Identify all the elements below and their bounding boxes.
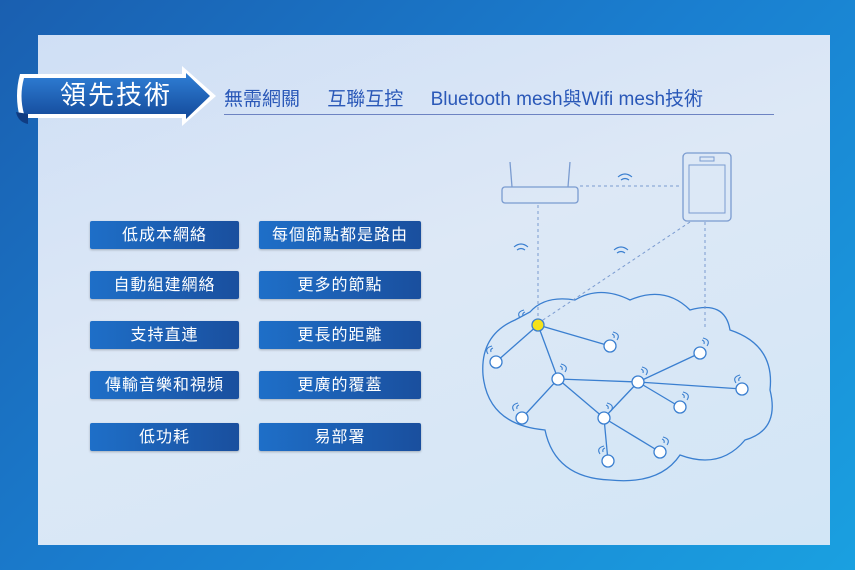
- feature-music-video[interactable]: 傳輸音樂和視頻: [90, 371, 239, 399]
- header-item-mesh-tech: Bluetooth mesh與Wifi mesh技術: [430, 89, 704, 110]
- header-item-interconnect: 互聯互控: [327, 89, 404, 110]
- feature-low-power[interactable]: 低功耗: [90, 423, 239, 451]
- mesh-node: [515, 411, 529, 425]
- feature-auto-network[interactable]: 自動組建網絡: [90, 271, 239, 299]
- header-underline: [224, 114, 774, 115]
- feature-easy-deploy[interactable]: 易部署: [259, 423, 421, 451]
- feature-every-node-router[interactable]: 每個節點都是路由: [259, 221, 421, 249]
- wifi-icon: [605, 402, 613, 412]
- cloud-shape: [482, 291, 773, 482]
- feature-wider-coverage[interactable]: 更廣的覆蓋: [259, 371, 421, 399]
- wifi-icon: [486, 345, 494, 355]
- header-item-no-gateway: 無需網關: [224, 89, 301, 110]
- mesh-node: [601, 454, 615, 468]
- phone-icon: [682, 152, 732, 222]
- mesh-node: [653, 445, 667, 459]
- wifi-icon: [701, 337, 709, 347]
- wifi-icon: [734, 374, 742, 384]
- banner-title: 領先技術: [60, 81, 173, 111]
- banner-arrow: [16, 66, 216, 126]
- mesh-node: [603, 339, 617, 353]
- wifi-icon: [518, 309, 526, 319]
- mesh-node: [673, 400, 687, 414]
- mesh-node: [597, 411, 611, 425]
- mesh-node: [489, 355, 503, 369]
- wifi-icon: [559, 363, 567, 373]
- feature-direct-connect[interactable]: 支持直連: [90, 321, 239, 349]
- wifi-icons: [486, 173, 742, 455]
- wifi-icon: [661, 436, 669, 446]
- mesh-node: [551, 372, 565, 386]
- wifi-icon: [512, 402, 520, 412]
- mesh-node: [693, 346, 707, 360]
- mesh-node: [631, 375, 645, 389]
- router-icon: [501, 161, 579, 204]
- feature-low-cost[interactable]: 低成本網絡: [90, 221, 239, 249]
- wifi-icon: [598, 445, 606, 455]
- wifi-icon: [681, 391, 689, 401]
- wifi-icon: [640, 366, 648, 376]
- wifi-icon: [617, 173, 633, 181]
- mesh-node: [735, 382, 749, 396]
- mesh-nodes: [489, 339, 749, 468]
- header-line: 無需網關 互聯互控 Bluetooth mesh與Wifi mesh技術: [224, 84, 725, 111]
- wifi-icon: [611, 331, 619, 341]
- wifi-icon: [613, 246, 629, 254]
- feature-more-nodes[interactable]: 更多的節點: [259, 271, 421, 299]
- mesh-links: [495, 324, 743, 462]
- mesh-gateway-node: [531, 318, 545, 332]
- feature-longer-distance[interactable]: 更長的距離: [259, 321, 421, 349]
- wifi-icon: [513, 243, 529, 251]
